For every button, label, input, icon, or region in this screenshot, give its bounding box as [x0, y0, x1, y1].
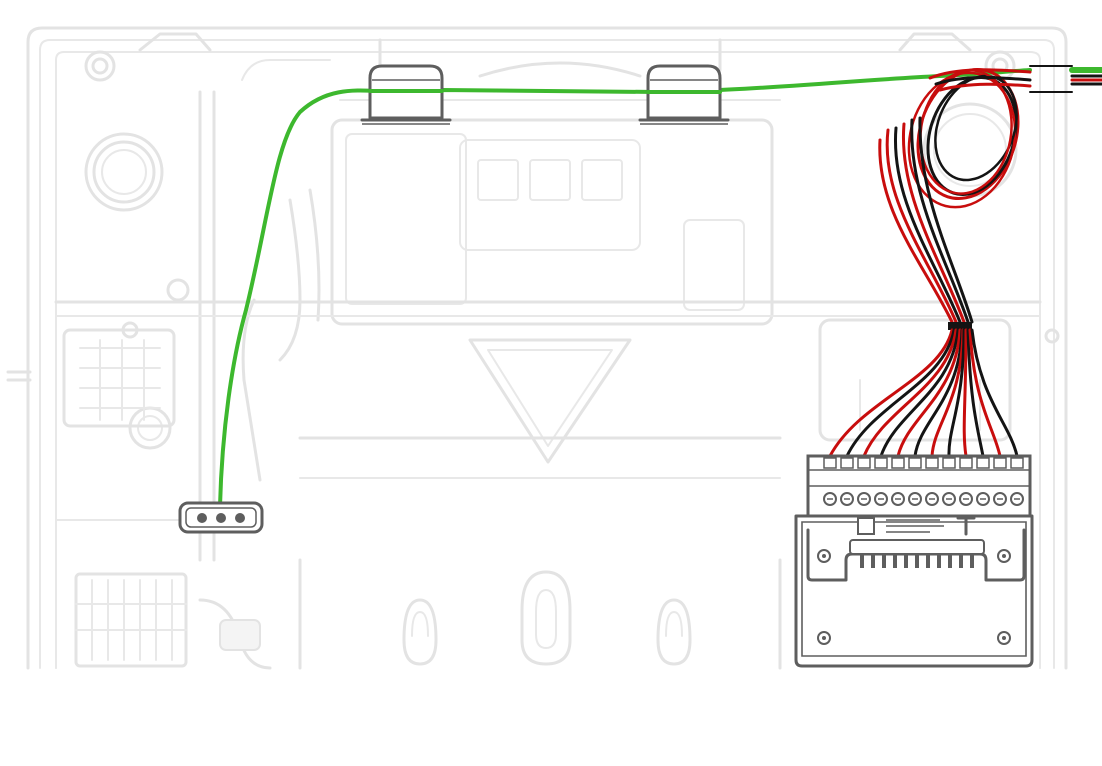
terminal-slot: [976, 457, 990, 469]
terminal-slot: [925, 457, 939, 469]
connector-pin: [860, 554, 864, 568]
connector-pin: [970, 554, 974, 568]
connector-pin: [959, 554, 963, 568]
terminal-slot: [942, 457, 956, 469]
connector-pin: [893, 554, 897, 568]
red-black-wire-bundle: [828, 68, 1102, 458]
terminal-slot: [993, 457, 1007, 469]
connector-pin: [915, 554, 919, 568]
connector-pin: [871, 554, 875, 568]
screw-icon: [817, 549, 1011, 645]
connector-pin: [937, 554, 941, 568]
terminal-slot: [823, 457, 837, 469]
wire-coil-loop: [907, 68, 1020, 209]
terminal-row: [823, 457, 1024, 506]
exit-cable: [1029, 65, 1073, 93]
three-pin-connector-icon: [178, 501, 264, 534]
terminal-block-module-icon: [794, 454, 1034, 668]
connector-pin-row: [860, 554, 974, 568]
cable-clip-right: [638, 64, 730, 125]
terminal-slot: [1010, 457, 1024, 469]
connector-pin: [948, 554, 952, 568]
terminal-slot: [959, 457, 973, 469]
cable-clip-left: [360, 64, 452, 125]
terminal-slot: [840, 457, 854, 469]
background-enclosure: [6, 26, 1068, 670]
connector-pin: [904, 554, 908, 568]
terminal-slot: [857, 457, 871, 469]
terminal-slot: [874, 457, 888, 469]
terminal-slot: [908, 457, 922, 469]
connector-pin: [882, 554, 886, 568]
connector-pin: [926, 554, 930, 568]
terminal-slot: [891, 457, 905, 469]
cable-tie: [948, 322, 972, 330]
